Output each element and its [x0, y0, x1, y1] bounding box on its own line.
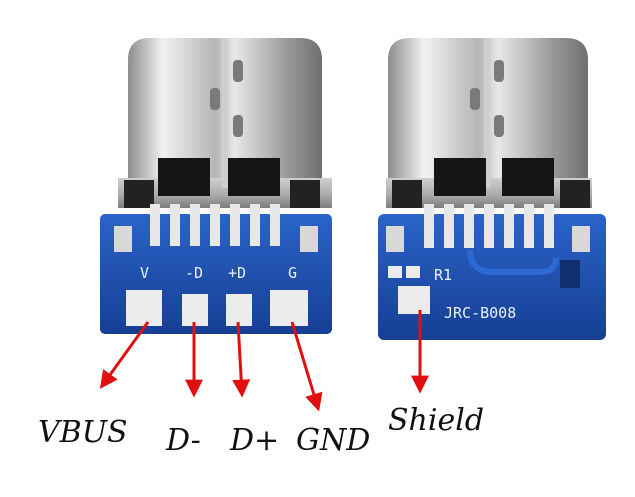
- left-connector-latch-right: [228, 158, 280, 196]
- right-connector-latch-left: [434, 158, 486, 196]
- right-silk-r1: R1: [434, 266, 452, 284]
- dplus-arrow: [232, 321, 251, 398]
- dminus-pad: [182, 294, 208, 326]
- vbus-label: VBUS: [38, 415, 128, 450]
- left-silk-dplus: +D: [228, 264, 246, 282]
- gnd-arrow: [290, 321, 323, 412]
- shield-label: Shield: [388, 403, 485, 438]
- left-silk-dminus: -D: [185, 264, 203, 282]
- gnd-pad: [270, 290, 308, 326]
- left-connector-latch-left: [158, 158, 210, 196]
- shield-pad: [398, 286, 430, 314]
- gnd-label: GND: [296, 423, 371, 458]
- r1-footprint: [388, 266, 402, 278]
- dplus-label: D+: [230, 423, 280, 458]
- right-usb-c-connector: R1 JRC-B008: [378, 38, 606, 340]
- vbus-pad: [126, 290, 162, 326]
- dplus-pad: [226, 294, 252, 326]
- right-connector-latch-right: [502, 158, 554, 196]
- left-usb-c-connector: V -D +D G: [100, 38, 332, 334]
- right-pin-row: [424, 204, 554, 248]
- left-silk-g: G: [288, 264, 297, 282]
- vbus-arrow: [99, 321, 150, 389]
- dminus-label: D-: [166, 423, 201, 458]
- callout-arrows: [99, 310, 429, 412]
- left-pin-row: [150, 204, 280, 246]
- left-silk-v: V: [140, 264, 149, 282]
- right-silk-part-number: JRC-B008: [444, 304, 516, 322]
